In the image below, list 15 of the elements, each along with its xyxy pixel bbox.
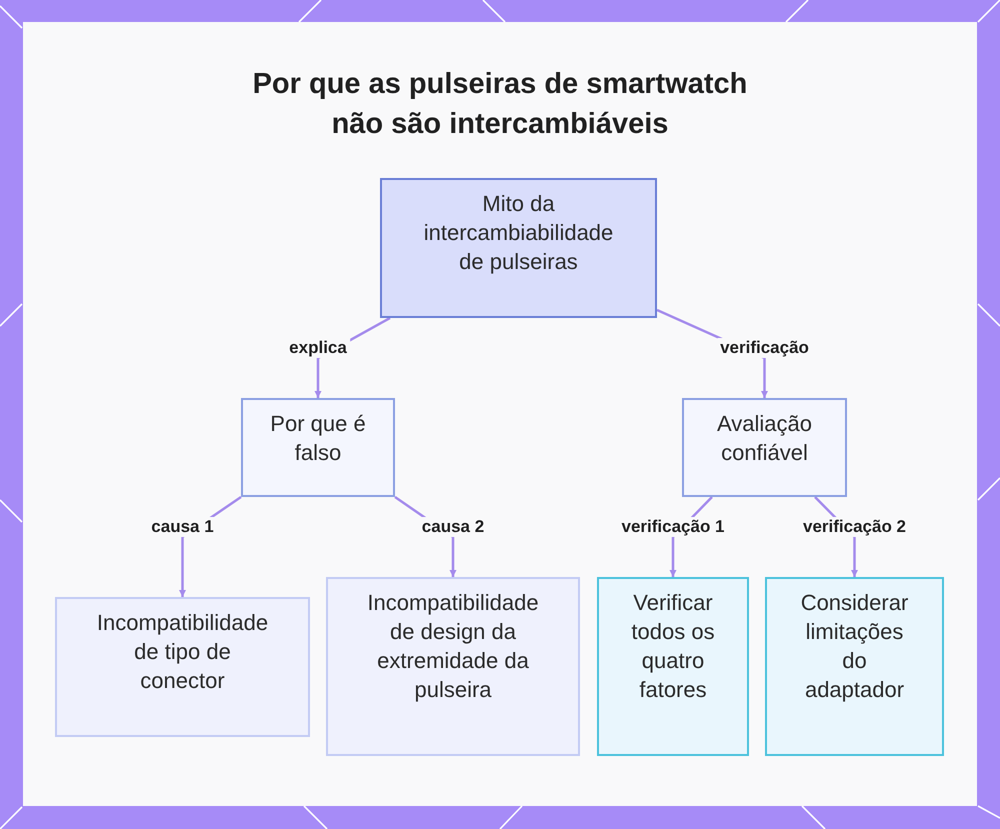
node-text: Incompatibilidade de tipo de conector xyxy=(96,609,270,695)
process-box xyxy=(597,577,749,756)
node-text: Incompatibilidade de design da extremidade da pulseira xyxy=(366,589,540,704)
diagram-title: Por que as pulseiras de smartwatch não são intercambiáveis xyxy=(252,67,748,142)
process-box xyxy=(380,178,657,318)
process-box xyxy=(682,398,847,497)
node-text: Considerar limitações do adaptador xyxy=(800,589,910,704)
node-text: Verificar todos os quatro fatores xyxy=(630,589,716,704)
process-box xyxy=(55,597,310,737)
node-text: Mito da intercambiabilidade de pulseiras xyxy=(422,190,614,276)
node-text: Avaliação confiável xyxy=(716,410,813,467)
process-box xyxy=(326,577,580,756)
node-text: Por que é falso xyxy=(269,410,367,467)
process-box xyxy=(765,577,944,756)
process-box xyxy=(241,398,395,497)
